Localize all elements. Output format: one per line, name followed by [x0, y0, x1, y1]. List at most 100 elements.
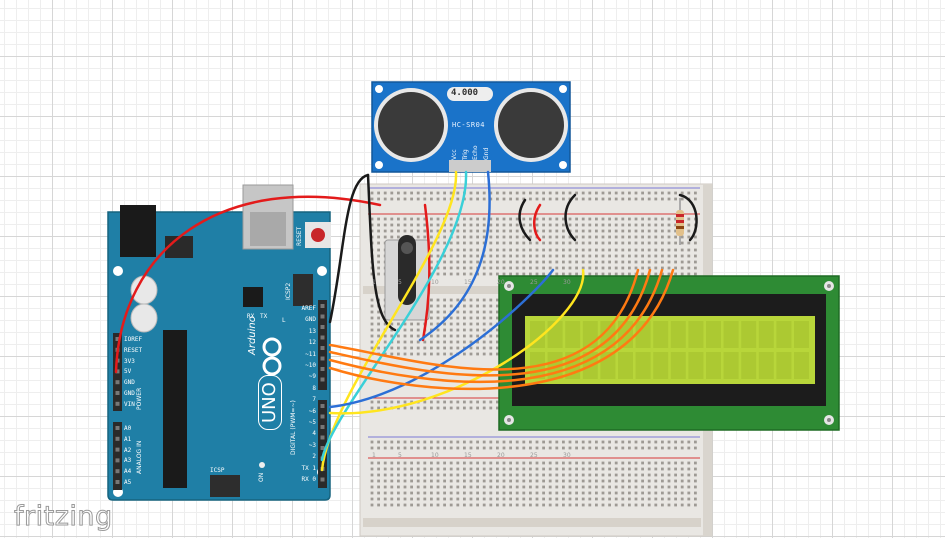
- mount-hole-3: [317, 266, 327, 276]
- led-on-label: ON: [258, 472, 265, 482]
- pin-label: AREF: [301, 305, 316, 312]
- potentiometer: [384, 235, 430, 321]
- column-number: 20: [497, 452, 505, 459]
- icsp2-header: [293, 274, 313, 306]
- lcd-cell: [653, 352, 669, 379]
- wire-lcd-blue: [328, 268, 555, 409]
- pin-label: GND: [124, 379, 135, 387]
- lcd-cell: [635, 352, 651, 379]
- icsp-label: ICSP: [210, 467, 225, 474]
- lcd-cell: [688, 352, 704, 379]
- lcd-character-cells: [530, 321, 809, 379]
- sensor-pin-label: Vcc: [451, 149, 458, 160]
- column-number: 25: [530, 452, 538, 459]
- crystal: [447, 87, 493, 101]
- sensor-pin-label: Echo: [472, 145, 479, 160]
- pin-label: 8: [312, 384, 316, 392]
- pin-label: ~10: [305, 362, 316, 369]
- pin-label: 13: [308, 327, 316, 335]
- arduino-uno-board: [107, 184, 331, 501]
- wire-d9: [328, 268, 675, 391]
- wire-d11: [328, 268, 652, 377]
- mount-hole-1: [113, 266, 123, 276]
- lcd-cell: [794, 321, 809, 348]
- arduino-logo: [262, 337, 282, 376]
- analog-header: [113, 422, 122, 490]
- pin-label: 2: [312, 453, 316, 461]
- voltage-regulator: [165, 236, 193, 258]
- column-number: 1: [372, 279, 376, 286]
- column-number: 15: [464, 452, 472, 459]
- on-led: [259, 462, 265, 468]
- lcd-cell: [688, 321, 704, 348]
- ultrasonic-sensor: [371, 81, 571, 173]
- resistor: [676, 198, 684, 245]
- sensor-pin-label: Trig: [461, 149, 469, 160]
- pin-label: A1: [124, 435, 132, 443]
- led-tx-label: TX: [260, 313, 268, 320]
- capacitor-2: [130, 303, 158, 333]
- power-jack: [120, 205, 156, 257]
- sensor-pin-label: Gnd: [482, 147, 490, 160]
- breadboard-bottom-channel: [363, 518, 701, 527]
- pin-label: RESET: [124, 346, 143, 354]
- fritzing-watermark: fritzing: [14, 501, 113, 533]
- column-number: 5: [398, 279, 402, 286]
- column-number: 10: [431, 452, 439, 459]
- pin-label: ~11: [305, 350, 316, 358]
- icsp2-label: ICSP2: [285, 282, 292, 300]
- wire-5v-red: [114, 195, 382, 374]
- pin-label: RX 0: [301, 476, 316, 483]
- atmega-chip: [163, 330, 187, 488]
- pin-label: GND: [124, 390, 135, 397]
- pin-label: GND: [305, 316, 316, 324]
- lcd-cell: [653, 321, 669, 348]
- lcd-cell: [741, 352, 757, 379]
- pin-label: IOREF: [124, 336, 143, 343]
- lcd-cell: [776, 321, 792, 348]
- pin-label: A0: [124, 425, 132, 432]
- digital-header-low: [318, 400, 327, 488]
- pin-label: A3: [124, 457, 132, 465]
- arduino-model-label: UNO: [258, 375, 282, 430]
- pin-label: 3V3: [124, 357, 135, 365]
- lcd-cell: [600, 321, 616, 348]
- lcd-cell: [723, 321, 739, 348]
- pin-label: 5V: [124, 368, 132, 376]
- analog-group-label: ANALOG IN: [136, 440, 143, 474]
- lcd-cell: [670, 321, 686, 348]
- header-pin-holes: [115, 304, 325, 484]
- column-number: 15: [464, 279, 472, 286]
- lcd-cell: [670, 352, 686, 379]
- reset-label: RESET: [296, 226, 303, 246]
- wire-d10: [328, 268, 664, 384]
- pin-label: A4: [124, 468, 132, 476]
- icsp-header: [210, 475, 240, 497]
- lcd-cell: [723, 352, 739, 379]
- sensor-model-label: HC-SR04: [452, 121, 486, 129]
- pin-label: VIN: [124, 400, 135, 408]
- crystal-label: 4.000: [451, 88, 479, 98]
- pin-label: 12: [308, 339, 316, 347]
- column-number: 10: [431, 279, 439, 286]
- lcd-cell: [706, 321, 721, 348]
- wire-d12: [328, 268, 640, 371]
- wire-echo-cyan: [320, 170, 468, 462]
- pin-label: ~3: [308, 441, 316, 449]
- lcd-cell: [635, 321, 651, 348]
- digital-group-label: DIGITAL (PWM=~): [290, 400, 297, 455]
- sensor-pin-header: [449, 160, 491, 172]
- pin-label: ~9: [308, 373, 316, 381]
- lcd-cell: [776, 352, 792, 379]
- wire-gnd-black: [328, 173, 370, 324]
- led-l-label: L: [282, 317, 286, 324]
- pin-label: 4: [312, 430, 316, 438]
- column-number: 5: [398, 452, 402, 459]
- pin-label: A5: [124, 479, 132, 486]
- power-group-label: POWER: [136, 387, 143, 410]
- pin-label: ~5: [308, 419, 316, 426]
- wire-gnd-blue: [418, 170, 491, 342]
- column-number: 20: [497, 279, 505, 286]
- column-number: 30: [563, 279, 571, 286]
